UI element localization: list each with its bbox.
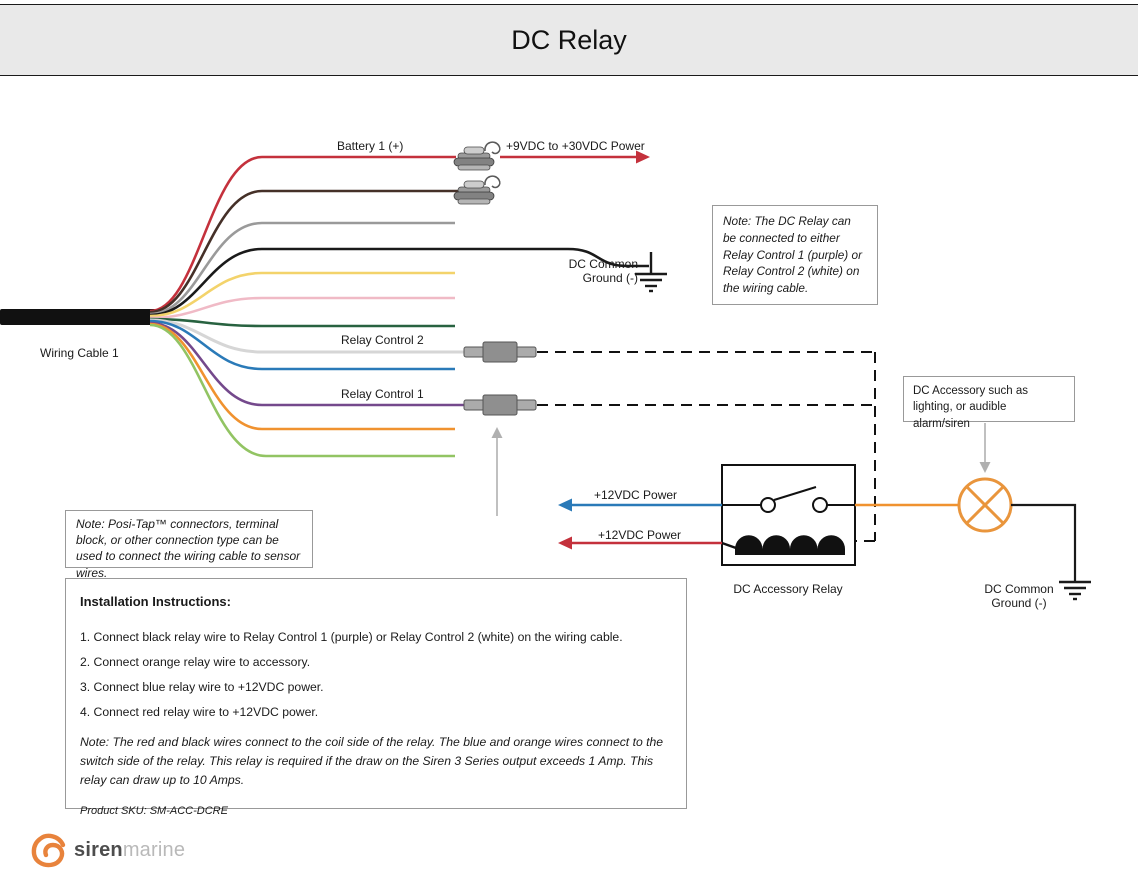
ground-symbol-left bbox=[635, 252, 667, 293]
battery-power-label: +9VDC to +30VDC Power bbox=[506, 139, 645, 153]
positap-note-box: Note: Posi-Tap™ connectors, terminal blo… bbox=[65, 510, 313, 580]
splice-connector-rc1 bbox=[463, 394, 537, 416]
relay-control-1-label: Relay Control 1 bbox=[341, 387, 424, 401]
accessory-note-box: DC Accessory such as lighting, or audibl… bbox=[903, 376, 1075, 430]
wiring-cable bbox=[0, 309, 156, 325]
pointer-arrow-up bbox=[491, 427, 503, 516]
relay-switch bbox=[722, 486, 855, 513]
instructions-note: Note: The red and black wires connect to… bbox=[80, 735, 664, 788]
power-arrowhead-red bbox=[558, 536, 572, 550]
product-sku: Product SKU: SM-ACC-DCRE bbox=[80, 804, 228, 817]
battery-power-arrowhead bbox=[636, 150, 650, 164]
power-label-bottom: +12VDC Power bbox=[598, 528, 682, 542]
lamp-ground-wire bbox=[1011, 503, 1077, 582]
relay-control-2-label: Relay Control 2 bbox=[341, 333, 424, 347]
relay-note-box: Note: The DC Relay can be connected to e… bbox=[712, 205, 878, 305]
battery-label: Battery 1 (+) bbox=[337, 139, 404, 153]
instruction-item-4: 4. Connect red relay wire to +12VDC powe… bbox=[80, 704, 319, 719]
wire-green bbox=[149, 323, 455, 458]
wire-pink bbox=[149, 296, 455, 320]
splice-connector-rc2 bbox=[463, 341, 537, 363]
page-title: DC Relay bbox=[511, 24, 627, 55]
brand-wordmark: sirenmarine bbox=[74, 836, 185, 864]
wire-blue bbox=[149, 319, 455, 371]
wire-ground-black bbox=[149, 247, 649, 317]
relay-label: DC Accessory Relay bbox=[733, 582, 843, 596]
pointer-arrow-down bbox=[979, 423, 991, 473]
wire-dark-green bbox=[149, 317, 455, 328]
wire-gray bbox=[149, 221, 455, 316]
positap-connector-2 bbox=[453, 175, 501, 205]
brand-name-siren: siren bbox=[74, 839, 123, 861]
instruction-item-2: 2. Connect orange relay wire to accessor… bbox=[80, 655, 311, 670]
power-label-top: +12VDC Power bbox=[594, 488, 678, 502]
instruction-list: 1. Connect black relay wire to Relay Con… bbox=[80, 629, 672, 721]
relay-coil bbox=[721, 535, 845, 555]
ground-symbol-right bbox=[1059, 580, 1091, 601]
wire-relay-control-1 bbox=[149, 321, 468, 407]
positap-connector-1 bbox=[453, 141, 501, 171]
wire-relay-control-2 bbox=[149, 318, 468, 354]
brand-name-marine: marine bbox=[122, 839, 186, 861]
ground-left-label: DC Common Ground (-) bbox=[568, 257, 638, 286]
dashed-relay-link bbox=[537, 351, 876, 542]
instructions-heading: Installation Instructions: bbox=[80, 594, 231, 609]
wiring-cable-label: Wiring Cable 1 bbox=[40, 346, 119, 360]
wire-battery-red bbox=[149, 155, 456, 313]
wire-orange bbox=[149, 322, 455, 431]
wire-brown bbox=[149, 189, 460, 314]
instruction-item-3: 3. Connect blue relay wire to +12VDC pow… bbox=[80, 679, 324, 694]
wire-yellow bbox=[149, 271, 455, 318]
title-bar: DC Relay bbox=[0, 4, 1138, 76]
installation-instructions-box: Installation Instructions: 1. Connect bl… bbox=[65, 578, 687, 817]
ground-right-label: DC Common Ground (-) bbox=[984, 582, 1054, 611]
accessory-lamp bbox=[957, 477, 1013, 533]
power-arrowhead-blue bbox=[558, 498, 572, 512]
brand-swirl-icon bbox=[31, 833, 66, 868]
instruction-item-1: 1. Connect black relay wire to Relay Con… bbox=[80, 630, 623, 645]
